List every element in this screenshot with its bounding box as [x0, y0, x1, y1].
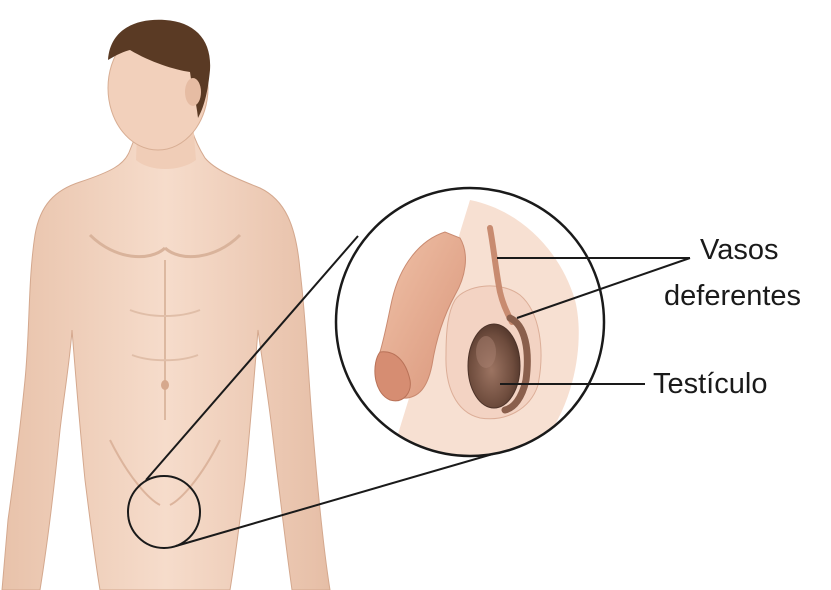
- testicle-highlight: [476, 336, 496, 368]
- ear: [185, 78, 201, 106]
- navel: [161, 380, 169, 390]
- human-figure: [2, 20, 330, 590]
- label-testicle: Testículo: [653, 367, 767, 401]
- label-vas-deferens-line2: deferentes: [664, 279, 801, 313]
- testicle: [468, 324, 520, 408]
- label-vas-deferens-line1: Vasos: [700, 233, 778, 267]
